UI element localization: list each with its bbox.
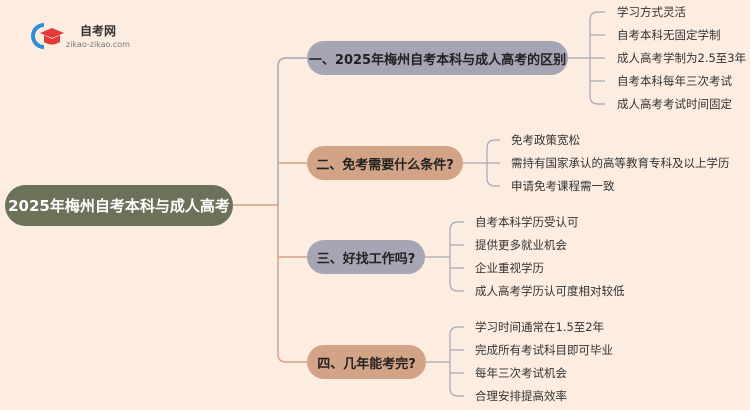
leaf: 完成所有考试科目即可毕业 (475, 343, 613, 357)
leaf: 合理安排提高效率 (475, 389, 567, 403)
branch-duration: 四、几年能考完? (307, 345, 426, 379)
root-node: 2025年梅州自考本科与成人高考 (5, 185, 233, 226)
graduation-cap-icon (31, 23, 64, 49)
leaf: 需持有国家承认的高等教育专科及以上学历 (511, 156, 730, 170)
leaf: 自考本科学历受认可 (475, 215, 579, 229)
leaf: 学习方式灵活 (617, 5, 686, 19)
branch-exemption-conditions: 二、免考需要什么条件? (307, 146, 463, 180)
leaf: 申请免考课程需一致 (511, 179, 615, 193)
logo (30, 22, 64, 50)
leaf: 成人高考学历认可度相对较低 (475, 284, 625, 298)
branch-differences: 一、2025年梅州自考本科与成人高考的区别 (307, 41, 568, 75)
logo-url: zikao-zikao.com (66, 40, 130, 49)
leaf: 成人高考学制为2.5至3年 (617, 51, 747, 65)
logo-title: 自考网 (80, 24, 117, 38)
leaf: 免考政策宽松 (511, 133, 580, 147)
leaf: 企业重视学历 (475, 261, 544, 275)
leaf: 自考本科每年三次考试 (617, 74, 732, 88)
leaf: 学习时间通常在1.5至2年 (475, 320, 605, 334)
leaf: 成人高考考试时间固定 (617, 97, 732, 111)
leaf: 自考本科无固定学制 (617, 28, 721, 42)
branch-employment: 三、好找工作吗? (307, 240, 425, 274)
leaf: 提供更多就业机会 (475, 238, 567, 252)
leaf: 每年三次考试机会 (475, 366, 567, 380)
